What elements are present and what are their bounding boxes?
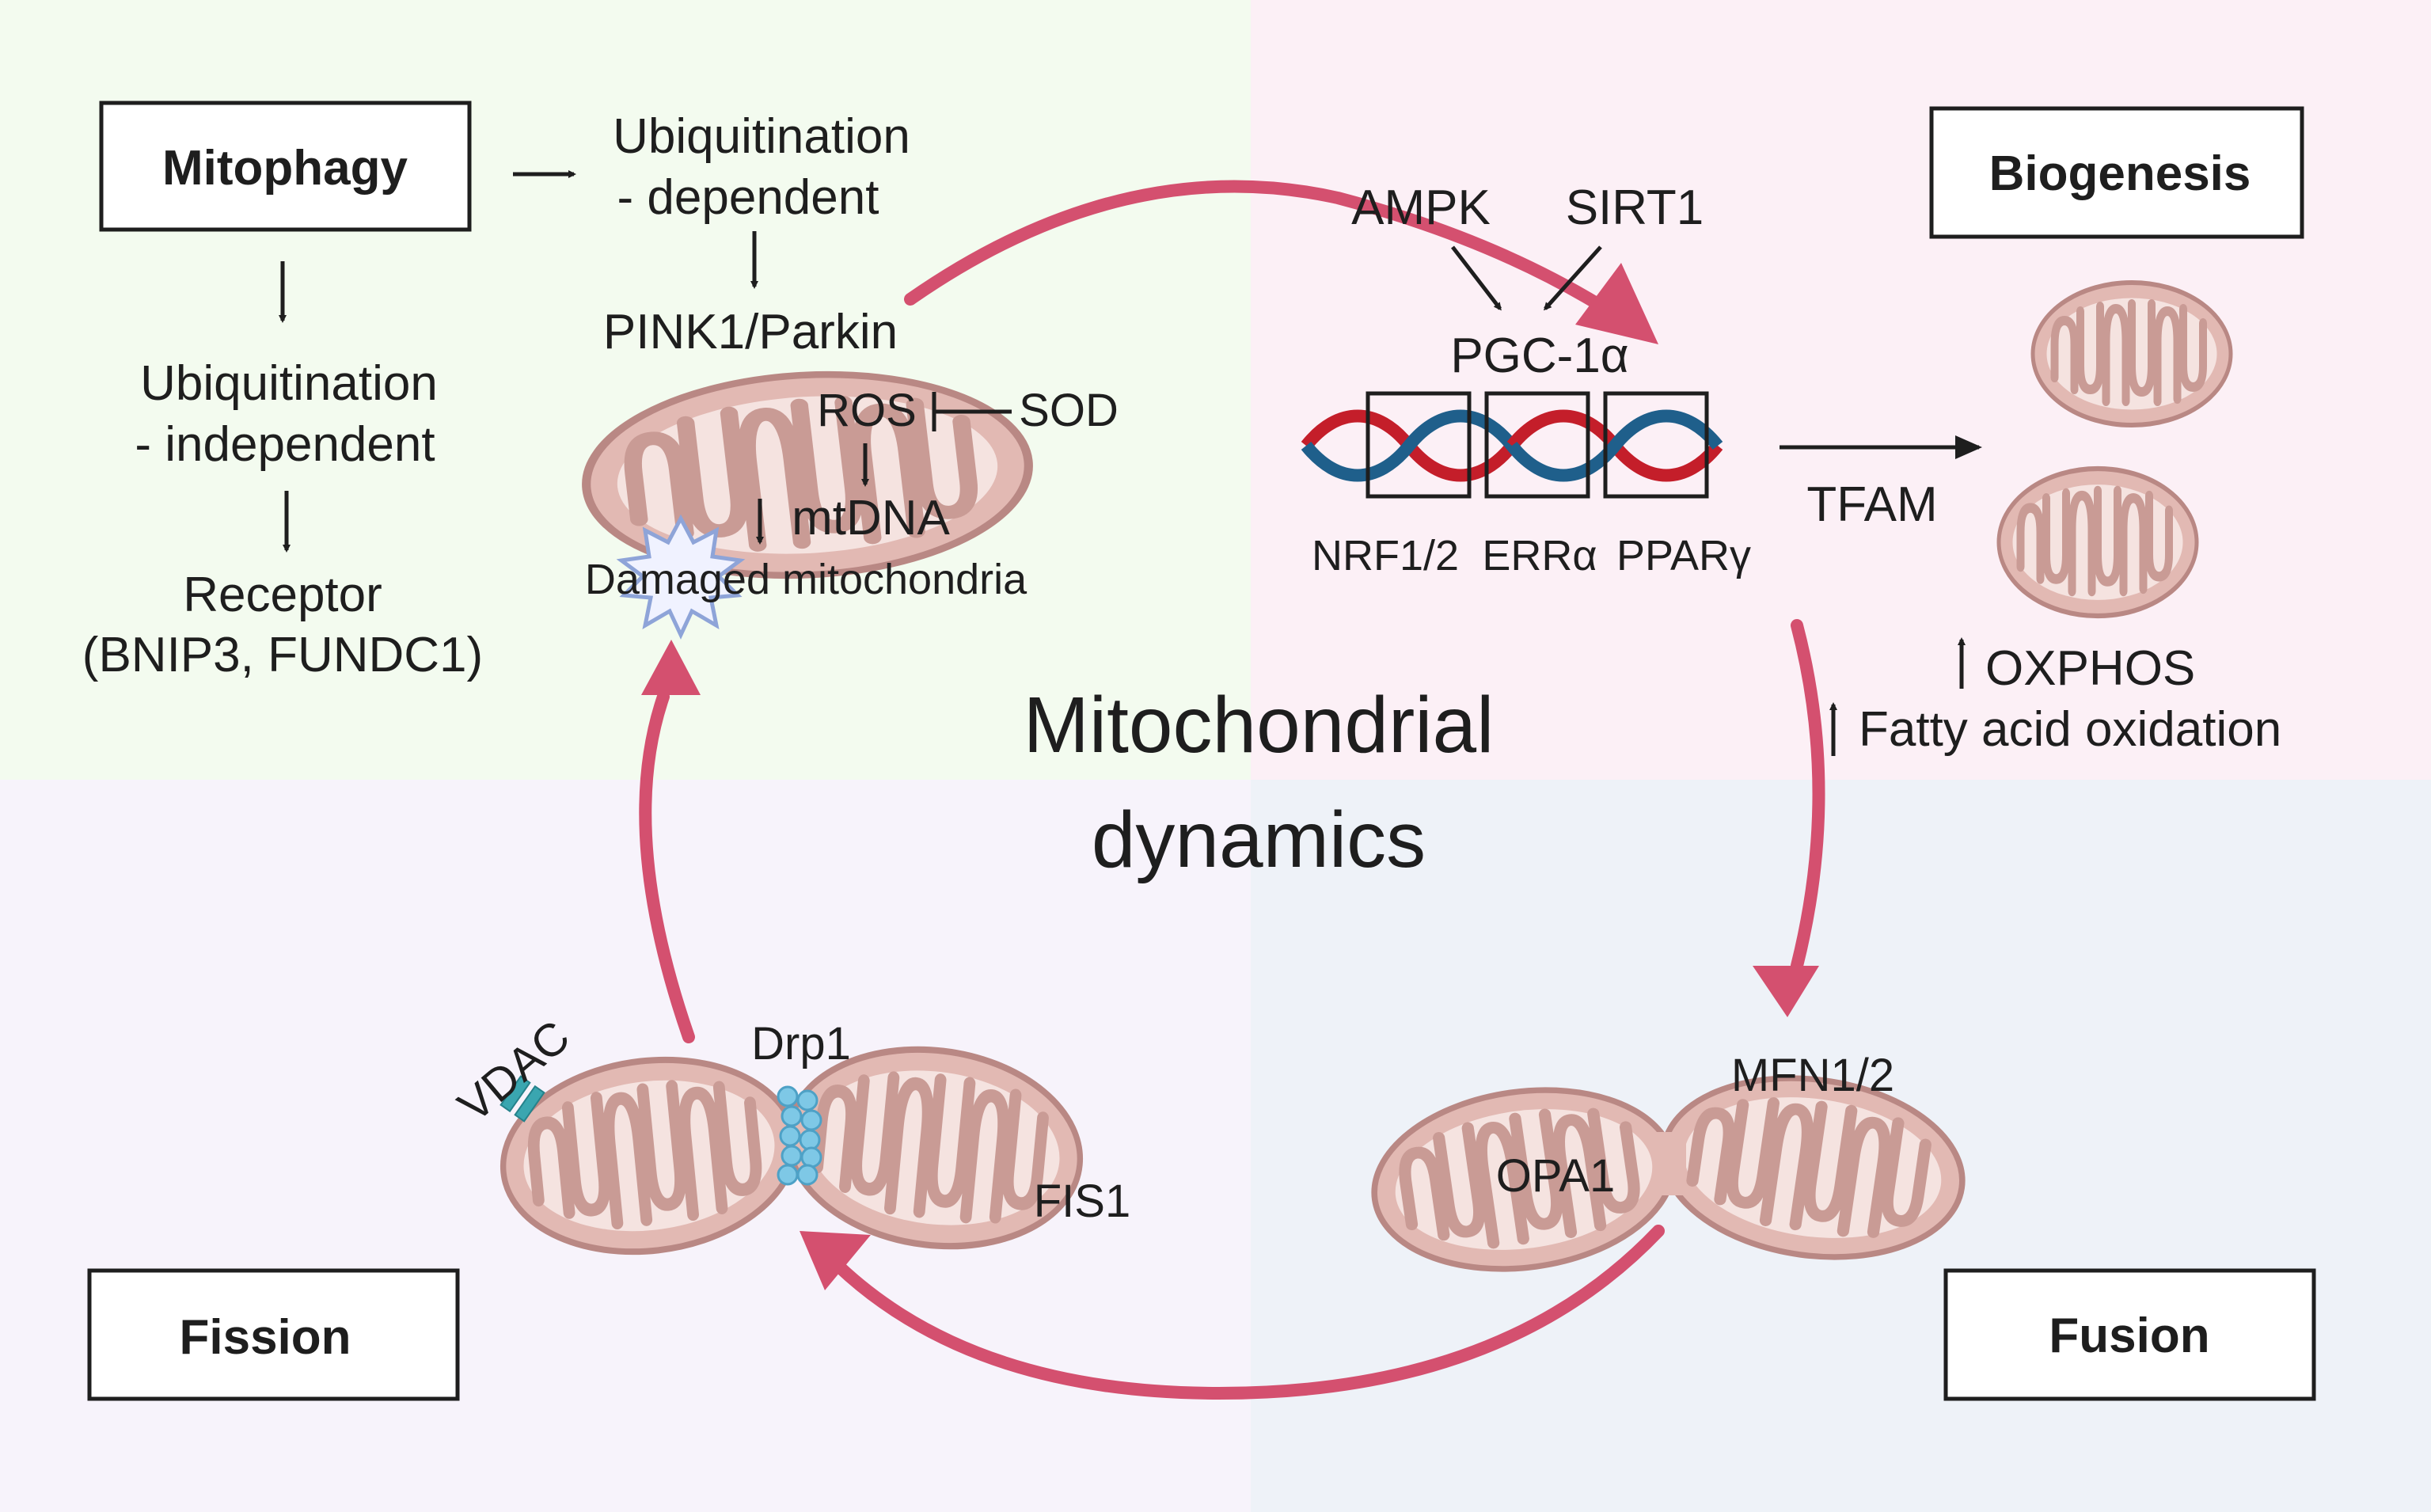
new-mitochondrion-top: [2033, 283, 2231, 425]
new-mitochondrion-bottom: [1999, 469, 2197, 616]
cycle-arrow-heads: [641, 263, 1819, 1290]
fission-label: Fission: [179, 1310, 351, 1365]
arrowhead-mitophagy: [641, 640, 701, 695]
fis1-label: FIS1: [1034, 1176, 1131, 1227]
oxphos-label: OXPHOS: [1985, 641, 2195, 696]
damage-burst-icon: [616, 514, 746, 640]
diagram-title: Mitochondrial: [1024, 681, 1495, 769]
ub-dependent-line2: - dependent: [617, 170, 879, 225]
mitophagy-to-biogenesis-arrow: [904, 180, 1605, 311]
biogenesis-section: Biogenesis AMPK SIRT1 PGC-1α NRF1/2 ERRα…: [1306, 106, 2304, 757]
tfam-label: TFAM: [1806, 477, 1937, 532]
biogenesis-label: Biogenesis: [1989, 146, 2251, 201]
sod-label: SOD: [1019, 385, 1119, 436]
nrf-binding-box: [1366, 391, 1472, 499]
drp1-label: Drp1: [751, 1018, 851, 1069]
diagram-title-line2: dynamics: [1092, 796, 1426, 884]
fission-section: Fission VDAC Drp1 FIS1: [87, 1011, 1131, 1401]
ampk-label: AMPK: [1351, 180, 1491, 235]
sirt1-to-pgc-arrow: [1543, 245, 1602, 311]
arrowhead-fission: [800, 1231, 871, 1290]
ampk-to-pgc-arrow: [1451, 245, 1502, 311]
drp1-ring-icon: [777, 1085, 822, 1186]
receptor-label: Receptor: [183, 568, 382, 622]
ppary-binding-box: [1603, 391, 1709, 499]
arrowhead-biogenesis: [1575, 263, 1658, 344]
fusion-label: Fusion: [2049, 1309, 2209, 1363]
mtdna-label: mtDNA: [792, 491, 950, 545]
sirt1-label: SIRT1: [1566, 180, 1704, 235]
nrf-label: NRF1/2: [1312, 532, 1459, 579]
pink1-parkin-label: PINK1/Parkin: [603, 305, 898, 359]
fao-label: Fatty acid oxidation: [1859, 702, 2281, 757]
ppary-label: PPARγ: [1616, 532, 1751, 579]
receptor-examples: (BNIP3, FUNDC1): [82, 628, 483, 682]
ros-label: ROS: [817, 385, 917, 436]
biogenesis-box: [1929, 106, 2304, 239]
mitophagy-box: [99, 101, 472, 232]
ub-independent-line1: Ubiquitination: [140, 356, 438, 411]
cycle-arrows: [639, 180, 1825, 1400]
mitophagy-section: Mitophagy Ubiquitination - dependent PIN…: [82, 101, 1119, 682]
damaged-mitochondria-label: Damaged mitochondria: [585, 556, 1027, 603]
ub-dependent-line1: Ubiquitination: [613, 109, 910, 164]
ub-independent-line2: - independent: [135, 417, 435, 472]
fusion-section: Fusion MFN1/2 OPA1: [1362, 1050, 2316, 1401]
fission-to-mitophagy-arrow: [639, 690, 695, 1043]
arrowhead-fusion: [1753, 966, 1819, 1017]
fusion-to-fission-arrow: [833, 1225, 1665, 1400]
vdac-channel-icon: [499, 1075, 545, 1123]
erra-binding-box: [1484, 391, 1590, 499]
fusion-box: [1943, 1268, 2316, 1401]
opa1-label: OPA1: [1496, 1150, 1615, 1202]
pgc1a-label: PGC-1α: [1450, 329, 1628, 383]
fission-box: [87, 1268, 460, 1401]
mfn-label: MFN1/2: [1731, 1050, 1894, 1101]
biogenesis-to-fusion-arrow: [1791, 619, 1825, 972]
fusion-bridge: [1654, 1132, 1686, 1195]
mitophagy-label: Mitophagy: [162, 141, 408, 196]
erra-label: ERRα: [1482, 532, 1597, 579]
